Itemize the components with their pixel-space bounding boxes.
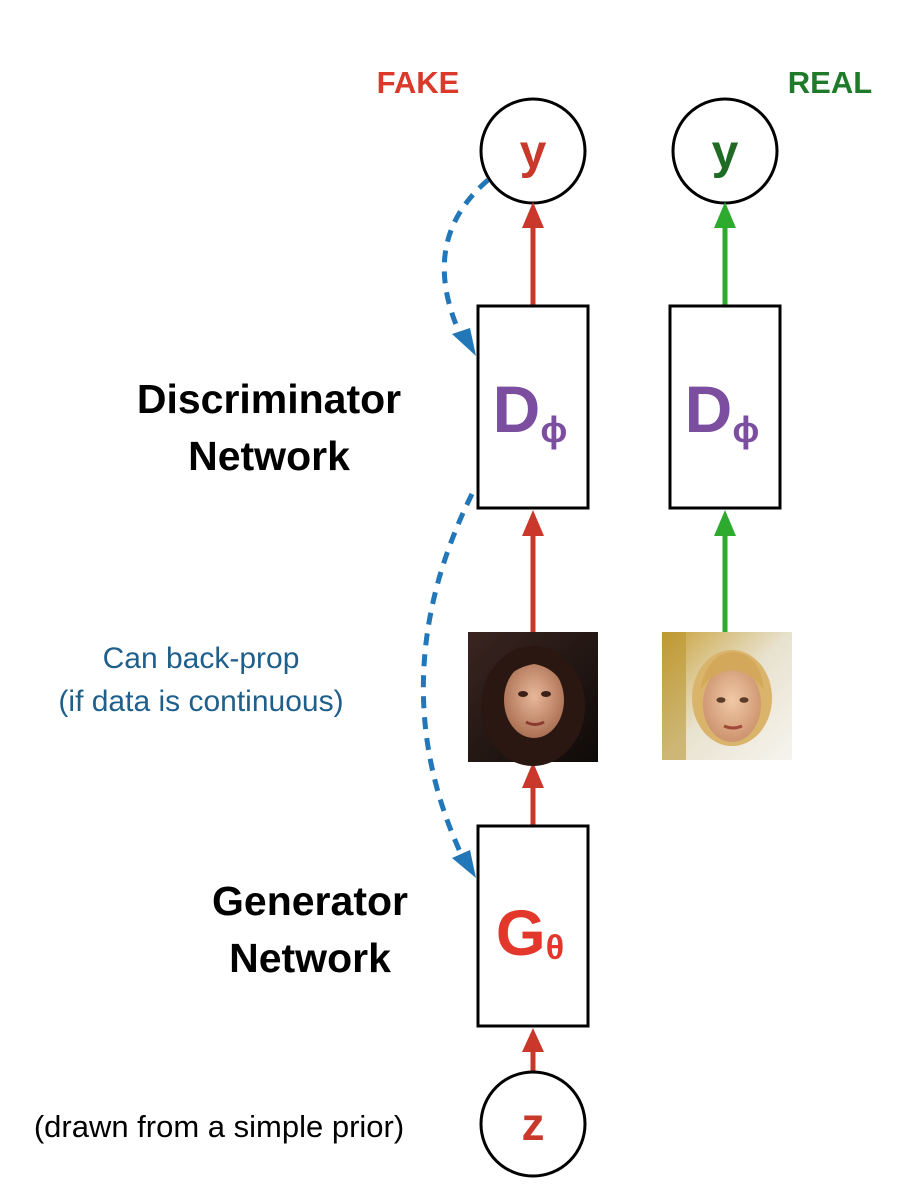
arrow-discriminator-to-output-real bbox=[714, 202, 736, 306]
discriminator-box-real: Dϕ bbox=[668, 304, 782, 510]
backprop-arrow-output-to-discriminator bbox=[441, 178, 490, 356]
real-label: REAL bbox=[788, 65, 872, 100]
svg-text:Dϕ: Dϕ bbox=[685, 372, 760, 450]
generated-face-image bbox=[468, 632, 598, 766]
output-y-real: y bbox=[712, 126, 739, 179]
generator-letter: G bbox=[496, 897, 546, 969]
discriminator-network-label-line1: Discriminator bbox=[137, 376, 401, 422]
arrow-z-to-generator bbox=[522, 1028, 544, 1074]
generator-subscript: θ bbox=[546, 929, 564, 967]
output-node-fake: y bbox=[479, 97, 587, 205]
prior-note: (drawn from a simple prior) bbox=[34, 1109, 404, 1144]
generator-network-label-line1: Generator bbox=[212, 878, 408, 924]
arrow-generator-to-image bbox=[522, 762, 544, 826]
svg-text:Dϕ: Dϕ bbox=[493, 372, 568, 450]
backprop-arrow-discriminator-to-generator bbox=[420, 492, 476, 878]
svg-text:Gθ: Gθ bbox=[496, 897, 564, 969]
latent-node-z: z bbox=[479, 1070, 587, 1178]
real-face-image bbox=[662, 632, 792, 760]
discriminator-subscript-fake: ϕ bbox=[540, 409, 567, 450]
discriminator-subscript-real: ϕ bbox=[732, 409, 759, 450]
output-y-fake: y bbox=[520, 126, 547, 179]
fake-label: FAKE bbox=[377, 65, 460, 100]
discriminator-box-fake: Dϕ bbox=[476, 304, 590, 510]
discriminator-letter-fake: D bbox=[493, 372, 541, 446]
arrow-image-to-discriminator-real bbox=[714, 510, 736, 632]
arrow-image-to-discriminator-fake bbox=[522, 510, 544, 632]
generator-box: Gθ bbox=[476, 824, 590, 1028]
arrow-discriminator-to-output-fake bbox=[522, 202, 544, 306]
output-node-real: y bbox=[671, 97, 779, 205]
discriminator-network-label-line2: Network bbox=[188, 433, 350, 479]
generator-network-label-line2: Network bbox=[229, 935, 391, 981]
latent-z-label: z bbox=[522, 1098, 545, 1150]
backprop-note-line2: (if data is continuous) bbox=[58, 685, 343, 718]
discriminator-letter-real: D bbox=[685, 372, 733, 446]
backprop-note-line1: Can back-prop bbox=[103, 642, 300, 675]
